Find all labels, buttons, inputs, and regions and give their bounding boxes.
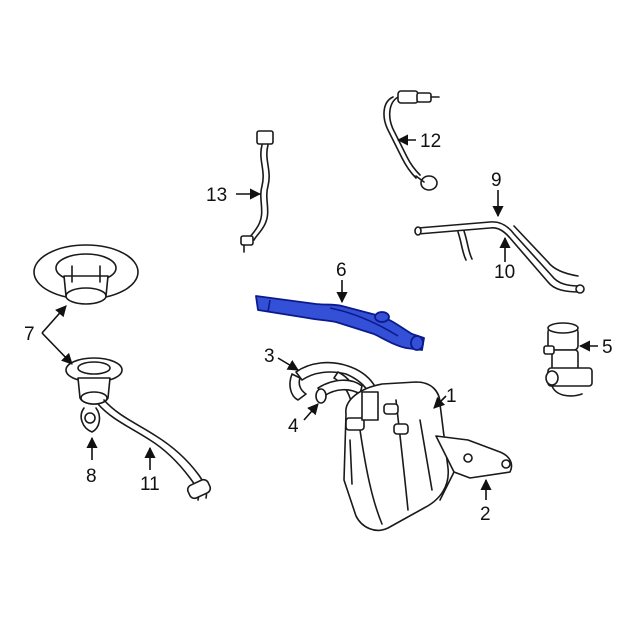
leader-lines <box>41 134 598 500</box>
callout-labels: 1 2 3 4 5 6 7 8 9 10 11 12 13 <box>24 131 613 525</box>
filler-housing-upper[interactable] <box>33 244 139 305</box>
callout-2: 2 <box>480 504 491 525</box>
callout-4: 4 <box>288 416 299 437</box>
callout-8: 8 <box>86 466 97 487</box>
filler-housing-lower[interactable] <box>65 357 123 405</box>
vapor-hose-part-4[interactable] <box>315 379 363 404</box>
callout-9: 9 <box>491 170 502 191</box>
canister-bracket[interactable] <box>435 435 513 501</box>
callout-7: 7 <box>24 324 35 345</box>
callout-13: 13 <box>206 185 227 206</box>
oxygen-sensor-lower-part[interactable] <box>240 130 274 253</box>
filler-vent-hose[interactable] <box>97 399 212 501</box>
callout-11: 11 <box>140 474 160 495</box>
oxygen-sensor-upper-part[interactable] <box>383 90 440 191</box>
leader-1 <box>433 395 447 409</box>
purge-solenoid-valve[interactable] <box>543 322 593 397</box>
leader-7a <box>41 305 67 334</box>
highlighted-tube-part-6[interactable] <box>255 295 425 351</box>
leader-4 <box>303 403 319 421</box>
callout-6: 6 <box>336 260 347 281</box>
hose-clamp[interactable] <box>80 407 101 433</box>
leader-3 <box>277 357 299 371</box>
callout-12: 12 <box>420 131 441 152</box>
leader-7b <box>41 332 73 365</box>
callout-3: 3 <box>264 346 275 367</box>
callout-10: 10 <box>494 262 515 283</box>
callout-1: 1 <box>446 386 457 407</box>
callout-5: 5 <box>602 337 613 358</box>
vapor-canister[interactable] <box>343 381 449 532</box>
